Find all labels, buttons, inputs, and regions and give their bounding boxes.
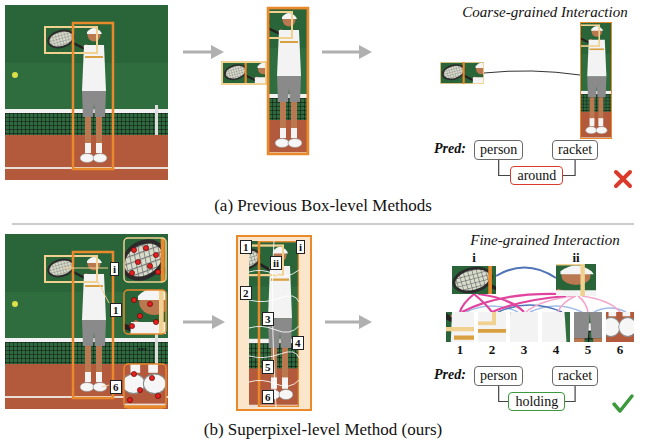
illustration-part xyxy=(191,221,354,420)
illustration-part xyxy=(191,221,354,420)
box-crops-a xyxy=(188,0,646,191)
illustration-part xyxy=(149,375,154,380)
illustration-part xyxy=(127,245,160,402)
illustration-part xyxy=(322,51,360,54)
entity-text: person xyxy=(480,367,517,385)
illustration-part xyxy=(507,0,646,374)
pred-label: Pred: xyxy=(434,367,466,383)
illustration-part xyxy=(484,71,580,75)
illustration-part xyxy=(147,263,152,268)
wrong-mark xyxy=(616,172,630,186)
entity-box: person xyxy=(474,140,523,160)
illustration-part xyxy=(124,364,166,408)
illustration-part xyxy=(153,319,158,324)
illustration-part xyxy=(249,241,299,407)
illustration-part xyxy=(124,238,166,282)
entity-text: racket xyxy=(558,367,592,385)
entity-box: racket xyxy=(552,140,598,160)
illustration-part xyxy=(294,226,620,441)
illustration-part xyxy=(200,0,363,165)
illustration-part xyxy=(129,323,134,328)
patch-number: 6 xyxy=(617,343,624,358)
illustration-part xyxy=(1,47,264,432)
edge-label: holding xyxy=(508,392,565,411)
callout-number: 6 xyxy=(262,390,274,404)
figure-heading: Fine-grained Interaction xyxy=(470,232,620,249)
illustration-part xyxy=(359,315,372,329)
illustration-part xyxy=(147,301,152,306)
illustration-part xyxy=(131,371,136,376)
illustration-part xyxy=(222,62,266,84)
divider xyxy=(12,223,634,225)
illustration-part xyxy=(434,128,646,441)
entity-box: person xyxy=(474,366,523,386)
pred-label: Pred: xyxy=(434,141,466,157)
entity-text: person xyxy=(480,141,517,159)
superpixel-patches xyxy=(284,0,646,441)
illustration-part xyxy=(183,321,213,324)
illustration-part xyxy=(137,313,142,318)
patch-number: 3 xyxy=(521,343,528,358)
callout-number: 4 xyxy=(292,336,304,350)
illustration-part xyxy=(127,397,132,402)
illustration-part xyxy=(155,393,160,398)
illustration-part xyxy=(200,0,363,165)
patch-number: 5 xyxy=(585,343,592,358)
superpixel-box xyxy=(191,221,354,420)
entity-text: racket xyxy=(558,141,592,159)
subfigure-caption: (a) Previous Box-level Methods xyxy=(214,196,432,216)
illustration-part xyxy=(137,387,142,392)
illustration-part xyxy=(389,212,643,441)
patch-number: 1 xyxy=(457,343,464,358)
illustration-part xyxy=(131,247,136,252)
illustration-part xyxy=(526,8,646,148)
illustration-part xyxy=(153,252,158,257)
illustration-part xyxy=(325,321,360,324)
callout-number: 1 xyxy=(110,303,122,317)
illustration-part xyxy=(183,51,212,54)
ellipsis: ... xyxy=(138,340,147,354)
photo-a xyxy=(5,5,168,180)
illustration-part xyxy=(135,259,140,264)
correct-mark xyxy=(614,396,632,411)
callout-number: i xyxy=(110,262,119,276)
illustration-part xyxy=(389,212,643,441)
patch-number: i xyxy=(472,251,476,266)
entity-box: racket xyxy=(552,366,598,386)
illustration-part xyxy=(268,8,308,154)
callout-number: 1 xyxy=(240,240,252,254)
callout-number: 3 xyxy=(262,312,274,326)
illustration-part xyxy=(63,268,109,387)
figure-heading: Coarse-grained Interaction xyxy=(462,4,627,21)
callout-number: 6 xyxy=(110,380,122,394)
illustration-part xyxy=(143,245,148,250)
illustration-part xyxy=(1,47,264,432)
illustration-part xyxy=(526,8,646,148)
illustration-part xyxy=(507,0,646,374)
illustration-part xyxy=(496,267,556,278)
illustration-part xyxy=(460,294,566,312)
patch-number: 4 xyxy=(553,343,560,358)
illustration-part xyxy=(131,297,136,302)
illustration-part xyxy=(211,45,224,59)
illustration-part xyxy=(359,45,372,59)
patch-number: ii xyxy=(572,251,579,266)
illustration-part xyxy=(124,290,166,334)
illustration-part xyxy=(212,315,225,329)
subfigure-caption: (b) Superpixel-level Method (ours) xyxy=(204,420,442,440)
callout-number: i xyxy=(296,240,305,254)
callout-number: ii xyxy=(270,256,282,270)
patch-number: 2 xyxy=(489,343,496,358)
callout-number: 2 xyxy=(240,286,252,300)
illustration-part xyxy=(434,128,646,441)
callout-number: 5 xyxy=(262,360,274,374)
illustration-part xyxy=(155,269,160,274)
edge-label: around xyxy=(510,166,563,185)
illustration-part xyxy=(294,226,620,441)
illustration-part xyxy=(5,5,168,180)
illustration-part xyxy=(129,270,134,275)
